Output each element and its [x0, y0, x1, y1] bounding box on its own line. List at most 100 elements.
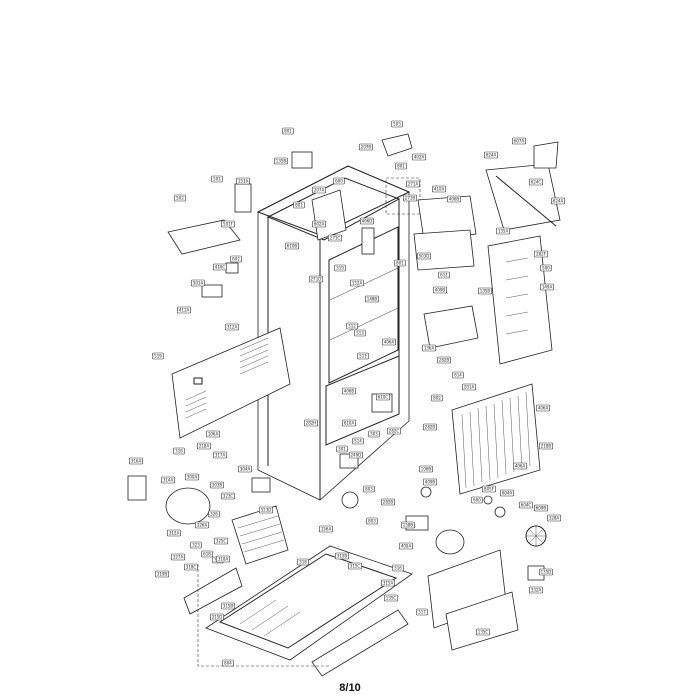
part-label-text: 282C	[389, 428, 400, 433]
part-label: 326	[208, 510, 220, 518]
part-label-box	[167, 529, 182, 537]
part-label-text: 318	[299, 559, 307, 564]
part-label-text: 610A	[344, 420, 355, 425]
part-label-box	[402, 194, 417, 202]
part-label: 618	[201, 550, 213, 558]
part-label-box	[190, 541, 202, 549]
part-label: 135B	[477, 287, 492, 295]
part-label-box	[512, 462, 527, 470]
part-label-box	[499, 489, 514, 497]
part-label-text: 149A	[542, 284, 553, 289]
part-label: 604C	[518, 501, 533, 509]
part-label: 149A	[539, 283, 554, 291]
part-label-text: 316	[394, 565, 402, 570]
part-label-box	[333, 177, 345, 185]
part-label: 602	[230, 255, 242, 263]
part-label-box	[347, 562, 362, 570]
part-label-box	[386, 427, 401, 435]
part-label: 501	[211, 175, 223, 183]
part-label: 318A	[216, 555, 231, 563]
part-label-text: 803	[365, 486, 373, 491]
part-label-text: 406B	[449, 196, 460, 201]
part-label-text: 802	[433, 395, 441, 400]
part-label-text: 405A	[401, 543, 412, 548]
part-label: 282H	[303, 419, 318, 427]
part-label-text: 271A	[408, 181, 419, 186]
part-label: 801	[395, 162, 407, 170]
part-label-text: 500	[542, 265, 550, 270]
part-label-box	[349, 279, 364, 287]
part-label: 624C	[528, 178, 543, 186]
part-label-text: 609B	[536, 505, 547, 510]
part-label-text: S14	[354, 438, 362, 443]
part-label-text: 803	[368, 518, 376, 523]
part-label-box	[201, 550, 213, 558]
part-label-box	[400, 521, 415, 529]
part-label-text: 303B	[212, 482, 223, 487]
part-label-box	[177, 306, 192, 314]
part-label-box	[550, 197, 565, 205]
part-label: 315B	[221, 602, 236, 610]
part-label: 600	[333, 177, 345, 185]
part-label-text: 327A	[173, 554, 184, 559]
part-label-box	[538, 442, 553, 450]
fan-assembly	[427, 525, 547, 651]
part-label-text: 406A	[515, 463, 526, 468]
part-label-text: 600	[473, 497, 481, 502]
part-label: 314A	[161, 476, 176, 484]
part-label-box	[461, 383, 476, 391]
part-label-text: 323C	[223, 493, 234, 498]
part-label-text: 282B	[383, 499, 394, 504]
part-label: 804	[222, 659, 234, 667]
part-label-box	[214, 537, 229, 545]
part-label: 604A	[499, 489, 514, 497]
part-label-text: 804	[224, 660, 232, 665]
part-label: 271B	[402, 194, 417, 202]
part-label-box	[368, 430, 380, 438]
part-label-text: 409B	[435, 287, 446, 292]
part-label-box	[152, 352, 164, 360]
part-label-text: 315D	[212, 614, 223, 619]
part-label-text: 319	[336, 265, 344, 270]
part-label-text: 304A	[240, 466, 251, 471]
part-label: 106A	[206, 430, 221, 438]
part-label-box	[533, 504, 548, 512]
base-pan	[183, 545, 413, 677]
part-label: 218A	[197, 442, 212, 450]
part-label-box	[185, 473, 200, 481]
part-label: 312A	[167, 529, 182, 537]
part-label: 323C	[221, 492, 236, 500]
part-label-box	[297, 558, 309, 566]
compressor	[127, 475, 271, 525]
part-label-box	[538, 568, 553, 576]
part-label: 315C	[347, 562, 362, 570]
part-label-text: 411A	[179, 307, 190, 312]
part-label-box	[380, 579, 395, 587]
part-label-box	[418, 465, 433, 473]
part-label-box	[318, 525, 333, 533]
part-label: 511	[357, 352, 369, 360]
part-label-box	[375, 393, 390, 401]
part-label-box	[238, 465, 253, 473]
part-label-box	[221, 220, 236, 228]
part-label-text: 106B	[421, 466, 432, 471]
part-label-text: 271C	[330, 235, 341, 240]
part-label-text: 156A	[321, 526, 332, 531]
part-label-text: 332A	[531, 587, 542, 592]
part-label-text: 316A	[131, 458, 142, 463]
part-label: 303	[368, 430, 380, 438]
part-label: 607A	[511, 137, 526, 145]
part-label-box	[481, 485, 496, 493]
part-label-text: 271B	[405, 195, 416, 200]
part-label: 156A	[318, 525, 333, 533]
part-label-text: 519	[154, 353, 162, 358]
part-label-box	[184, 563, 199, 571]
part-label: 158B	[400, 521, 415, 529]
part-label-text: 503D	[419, 253, 430, 258]
part-label-box	[392, 564, 404, 572]
part-label-text: 282B	[425, 424, 436, 429]
part-label: 135C	[475, 628, 490, 636]
part-label: 317	[416, 608, 428, 616]
part-label: 801	[282, 127, 294, 135]
